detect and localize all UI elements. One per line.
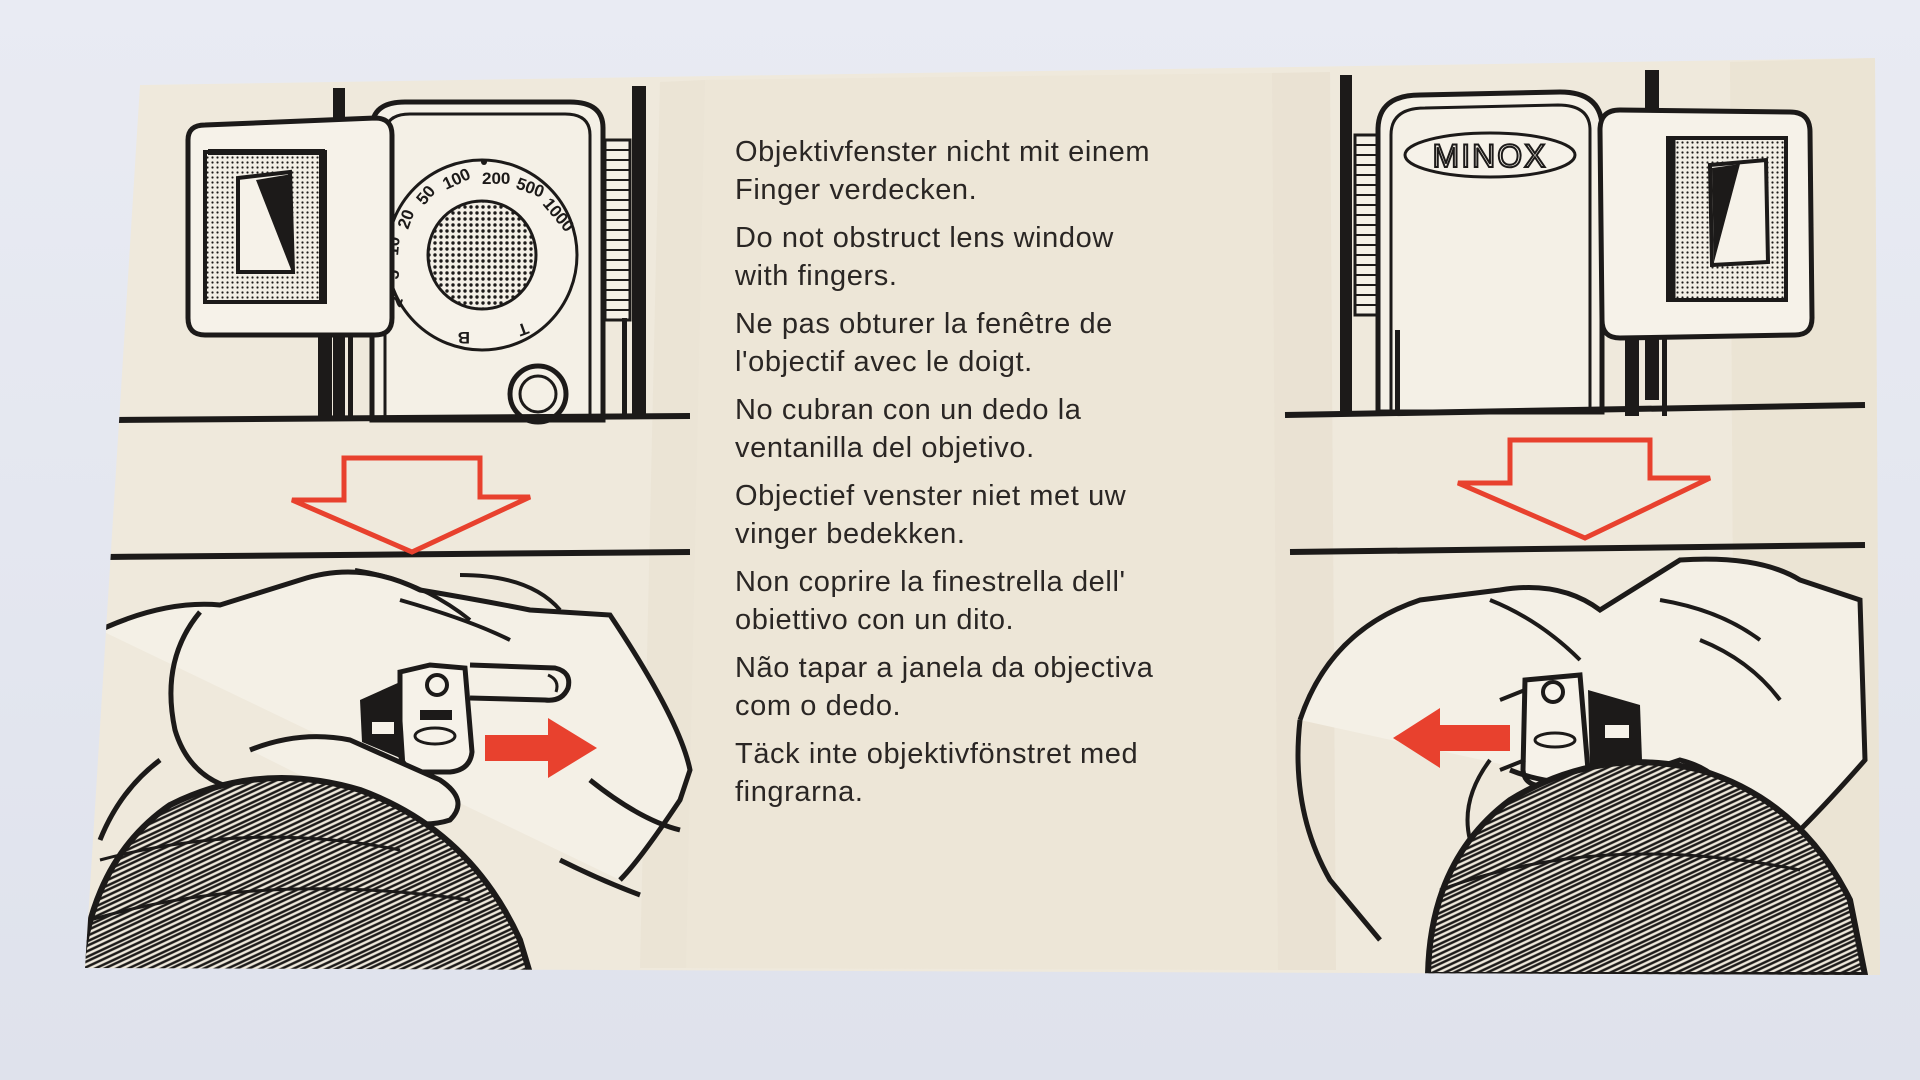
instruction-line: Ne pas obturer la fenêtre de: [735, 308, 1113, 340]
left-hands-illustration: [85, 568, 693, 975]
left-divider-bottom: [104, 549, 691, 560]
instruction-line: fingrarna.: [735, 776, 864, 808]
instruction-text-panel: Objektivfenster nicht mit einem Finger v…: [735, 133, 1295, 821]
instruction-line: Do not obstruct lens window: [735, 222, 1114, 254]
dial-mark-200: 200: [482, 169, 510, 188]
right-camera-illustration: MINOX: [1340, 70, 1815, 416]
left-arrow-icon: [1393, 708, 1510, 768]
instruction-line: Finger verdecken.: [735, 174, 978, 206]
instruction-line: ventanilla del objetivo.: [735, 432, 1035, 464]
instruction-portuguese: Não tapar a janela da objectiva com o de…: [735, 649, 1295, 725]
instruction-dutch: Objectief venster niet met uw vinger bed…: [735, 477, 1295, 553]
down-arrow-icon-right: [1457, 437, 1712, 541]
instruction-line: obiettivo con un dito.: [735, 604, 1015, 636]
left-camera-illustration: 2 5 10 20 50 100 200 500 1000 B T: [185, 86, 646, 425]
right-divider-bottom: [1289, 542, 1866, 555]
instruction-spanish: No cubran con un dedo la ventanilla del …: [735, 391, 1295, 467]
instruction-line: l'objectif avec le doigt.: [735, 346, 1033, 378]
instruction-line: vinger bedekken.: [735, 518, 966, 550]
instruction-line: Objektivfenster nicht mit einem: [735, 136, 1151, 168]
brand-logo: MINOX: [1433, 138, 1548, 174]
instruction-german: Objektivfenster nicht mit einem Finger v…: [735, 133, 1295, 209]
right-divider-top: [1284, 402, 1866, 418]
instruction-swedish: Täck inte objektivfönstret med fingrarna…: [735, 735, 1295, 811]
instruction-line: Non coprire la finestrella dell': [735, 566, 1126, 598]
right-arrow-icon: [485, 718, 597, 778]
instruction-english: Do not obstruct lens window with fingers…: [735, 219, 1295, 295]
instruction-line: Täck inte objektivfönstret med: [735, 738, 1139, 770]
instruction-italian: Non coprire la finestrella dell' obietti…: [735, 563, 1295, 639]
instruction-line: com o dedo.: [735, 690, 902, 722]
instruction-line: Objectief venster niet met uw: [735, 480, 1127, 512]
dial-mark-b: B: [458, 328, 470, 347]
instruction-line: Não tapar a janela da objectiva: [735, 652, 1154, 684]
instruction-line: No cubran con un dedo la: [735, 394, 1082, 426]
instruction-french: Ne pas obturer la fenêtre de l'objectif …: [735, 305, 1295, 381]
left-divider-top: [109, 413, 691, 423]
instruction-line: with fingers.: [735, 260, 898, 292]
down-arrow-icon: [291, 455, 532, 555]
right-hands-illustration: [1295, 556, 1869, 975]
